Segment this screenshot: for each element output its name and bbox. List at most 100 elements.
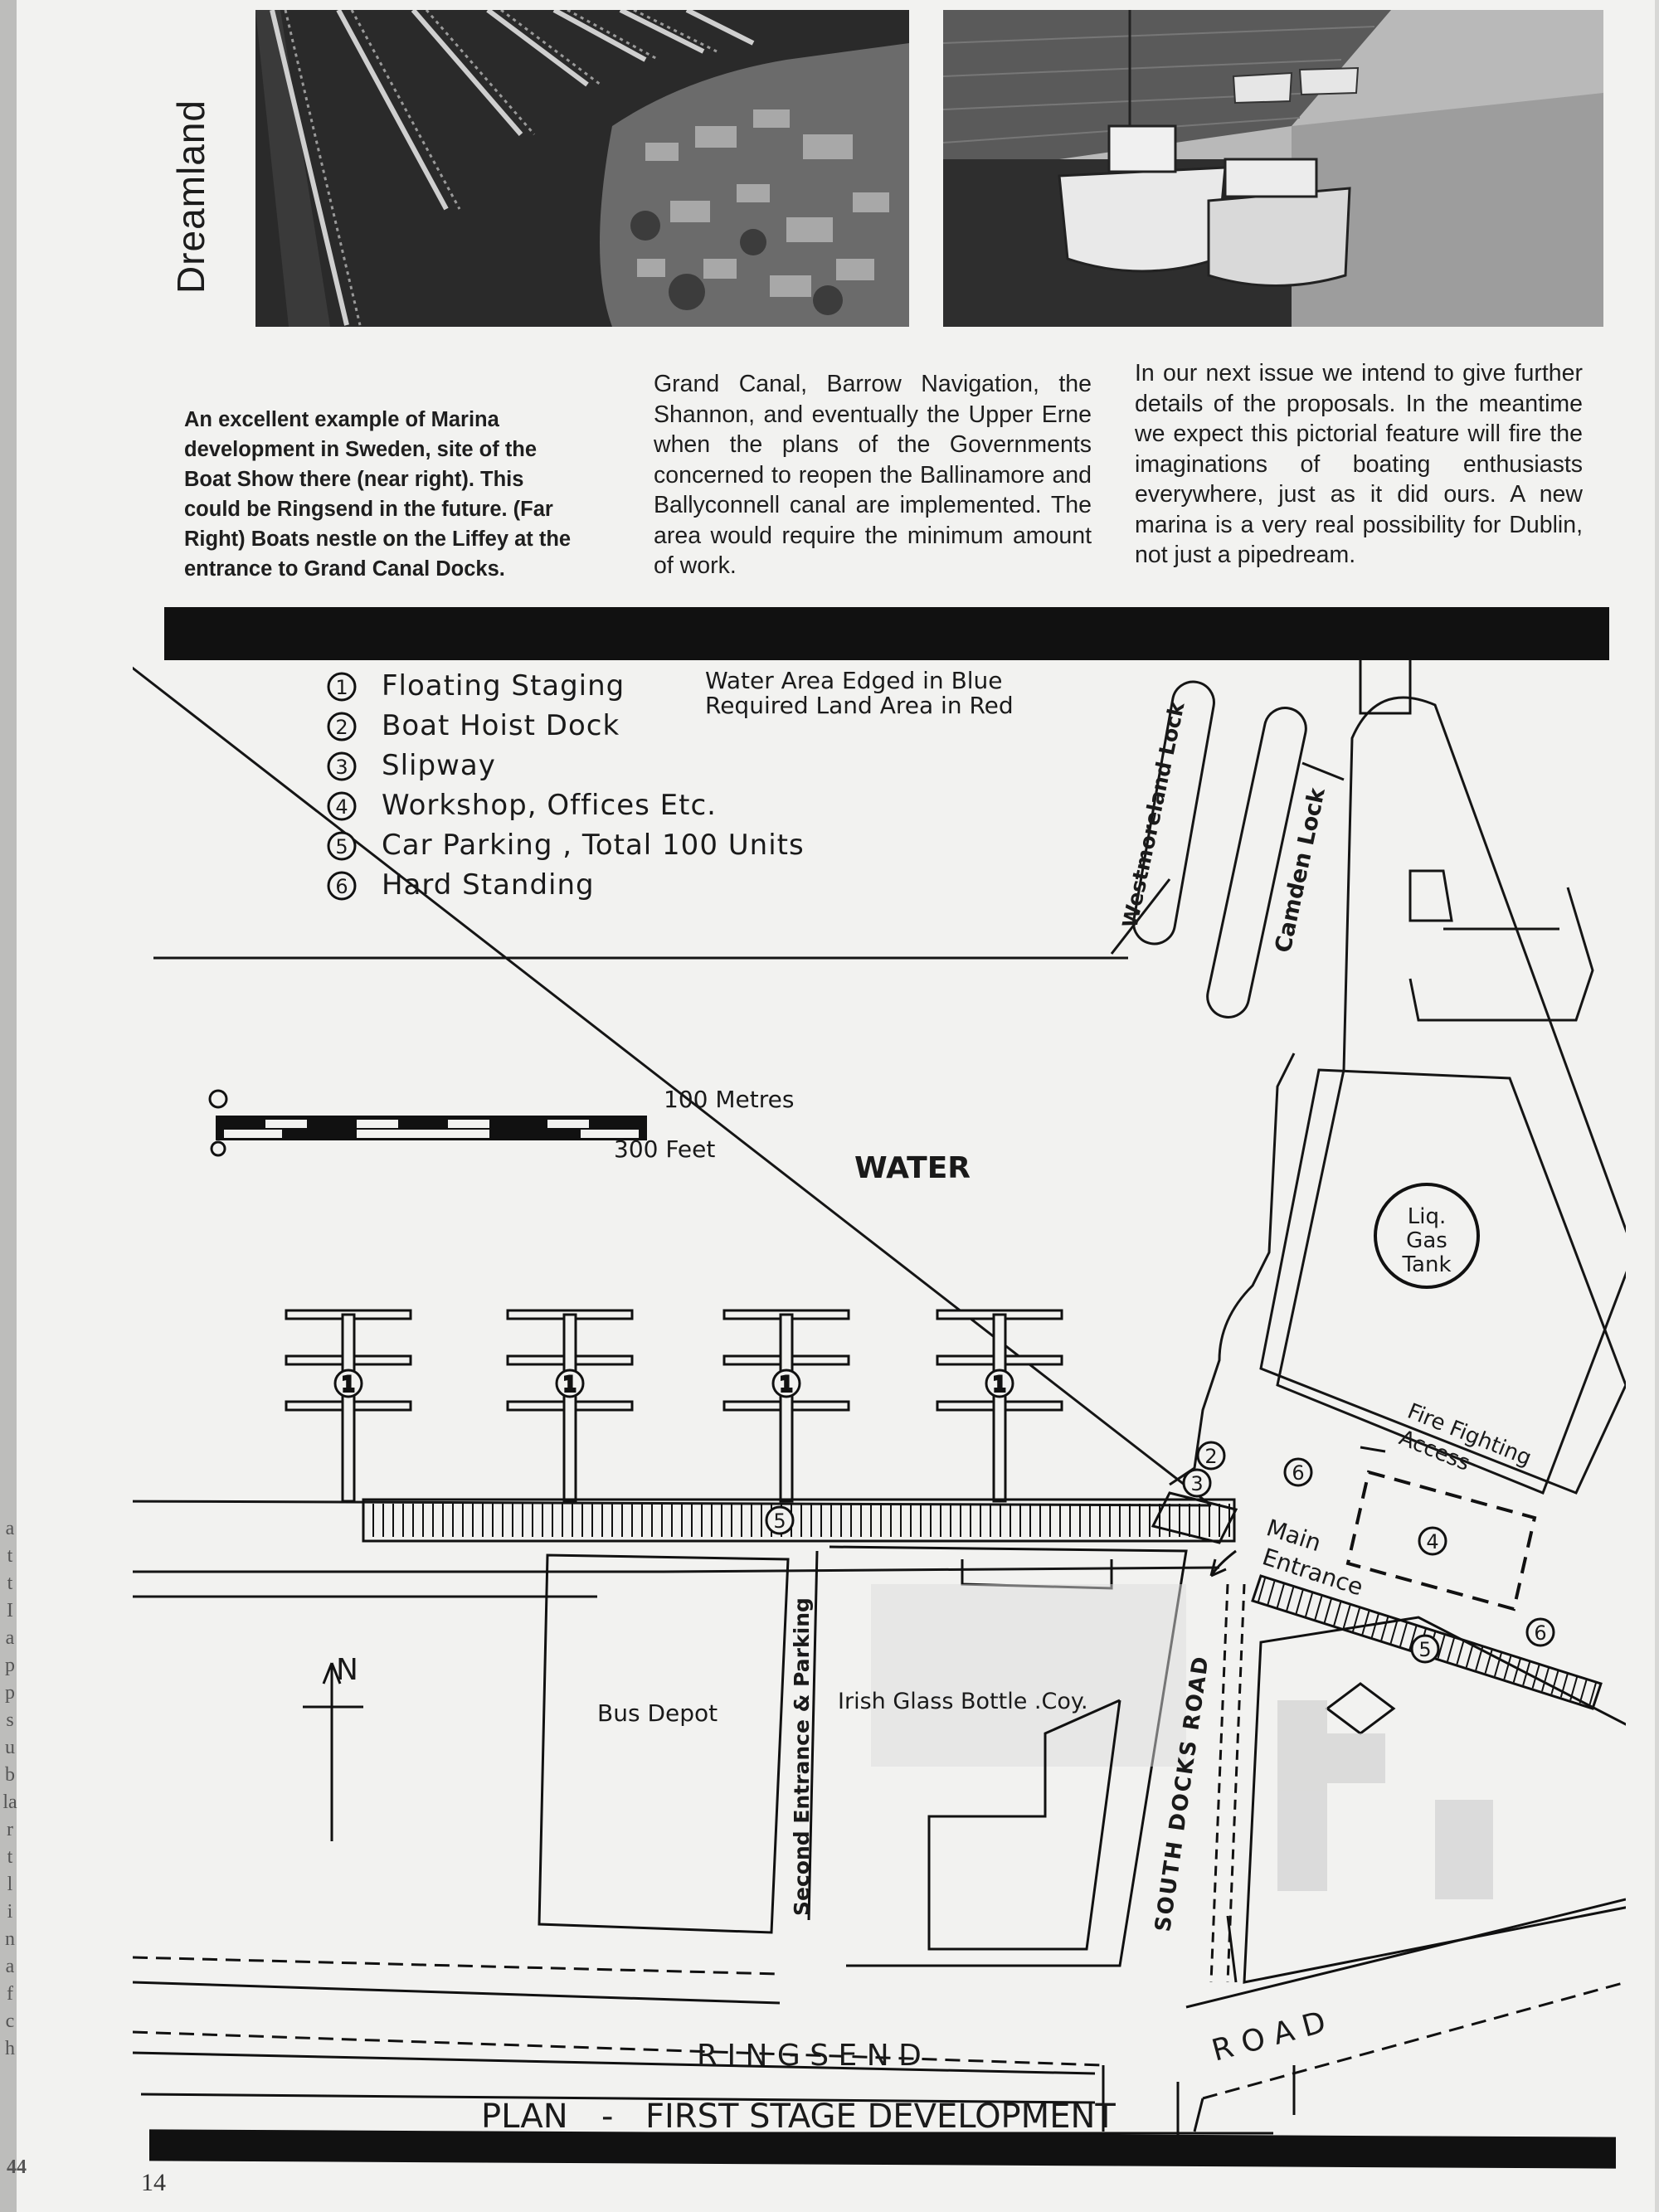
previous-page-letter: I [7, 1600, 13, 1621]
floating-staging-3: 1 [722, 1309, 850, 1503]
scale-metres-label: 100 Metres [664, 1086, 794, 1113]
legend-marker-6: 6 [327, 871, 357, 901]
previous-page-letter: u [5, 1737, 15, 1758]
second-entrance-label: Second Entrance & Parking [790, 1597, 814, 1916]
bus-depot-label: Bus Depot [597, 1699, 718, 1727]
previous-page-letter: h [5, 2038, 15, 2059]
plan-title-dash: - [601, 2098, 613, 2136]
staging-marker-3-number: 1 [780, 1373, 792, 1396]
page-spine [0, 0, 17, 2212]
staging-marker-3: 1 [771, 1369, 801, 1398]
previous-page-letter: b [5, 1764, 15, 1786]
workshop-marker: 4 [1418, 1526, 1447, 1556]
previous-page-letter: a [5, 1627, 15, 1649]
site-plan-drawing: 1 Floating Staging 2 Boat Hoist Dock 3 Slipwa… [133, 655, 1626, 2140]
north-label: N [336, 1653, 358, 1687]
hard-standing-marker-2-number: 6 [1534, 1621, 1546, 1645]
gas-tank-label-3: Tank [1401, 1252, 1451, 1277]
previous-page-letter: r [7, 1819, 13, 1840]
legend-label-1: Floating Staging [382, 669, 625, 702]
legend-marker-3: 3 [327, 751, 357, 781]
parking-marker-entrance-number: 5 [1418, 1638, 1431, 1661]
ringsend-label: R I N G S E N D [697, 2039, 922, 2073]
staging-marker-1: 1 [333, 1369, 363, 1398]
previous-page-letter: a [5, 1518, 15, 1539]
scale-bar: 100 Metres 300 Feet [208, 1086, 794, 1163]
parking-marker-entrance: 5 [1410, 1634, 1440, 1664]
legend-marker-5: 5 [327, 831, 357, 861]
scale-feet-label: 300 Feet [614, 1135, 715, 1163]
floating-staging-1: 1 [285, 1309, 412, 1503]
article-column-middle: Grand Canal, Barrow Navigation, the Shan… [654, 371, 1092, 579]
north-arrow [303, 1662, 363, 1841]
boat-hoist-marker-number: 2 [1204, 1445, 1217, 1468]
staging-marker-2: 1 [555, 1369, 585, 1398]
legend-marker-4-number: 4 [335, 795, 348, 819]
legend-label-3: Slipway [382, 749, 496, 782]
staging-marker-4-number: 1 [993, 1373, 1005, 1396]
westmoreland-lock-label: Westmoreland Lock [1118, 699, 1190, 931]
marina-aerial-photo [255, 10, 909, 327]
camden-lock-label: Camden Lock [1271, 785, 1331, 955]
slipway-marker: 3 [1182, 1468, 1212, 1498]
previous-page-letter: n [5, 1928, 15, 1950]
previous-page-letter: t [7, 1545, 13, 1567]
legend-marker-2: 2 [327, 712, 357, 741]
legend-marker-3-number: 3 [335, 756, 348, 779]
legend-marker-4: 4 [327, 791, 357, 821]
legend-label-6: Hard Standing [382, 868, 595, 902]
legend-marker-1: 1 [327, 672, 357, 702]
previous-page-letter: t [7, 1573, 13, 1594]
photo-caption: An excellent example of Marina developme… [184, 408, 572, 581]
boat-hoist-marker: 2 [1196, 1441, 1226, 1471]
magazine-page [17, 0, 1655, 2212]
note-land-area: Required Land Area in Red [705, 692, 1014, 719]
entrance-parking-strip [1251, 1574, 1603, 1710]
hard-standing-marker-1: 6 [1283, 1457, 1313, 1487]
previous-page-letter: c [5, 2010, 15, 2032]
hard-standing-marker-1-number: 6 [1292, 1461, 1304, 1485]
water-label: WATER [854, 1151, 971, 1185]
legend-label-2: Boat Hoist Dock [382, 709, 620, 742]
liffey-boats-photo [943, 10, 1603, 327]
slipway-marker-number: 3 [1190, 1472, 1203, 1495]
gas-tank-label-1: Liq. [1408, 1204, 1446, 1229]
note-water-area: Water Area Edged in Blue [705, 667, 1003, 694]
page-number: 14 [141, 2169, 166, 2196]
legend-label-5: Car Parking , Total 100 Units [382, 829, 805, 862]
plan-title: PLAN - FIRST STAGE DEVELOPMENT [481, 2098, 1273, 2136]
floating-staging-4: 1 [936, 1309, 1063, 1503]
car-parking-strip [362, 1498, 1236, 1543]
previous-page-letter: s [6, 1709, 14, 1731]
road-label: R O A D [1209, 2005, 1330, 2069]
previous-page-letter: p [5, 1655, 15, 1676]
plan-title-b: FIRST STAGE DEVELOPMENT [645, 2098, 1116, 2136]
gas-tank-label-2: Gas [1406, 1228, 1447, 1253]
staging-marker-1-number: 1 [342, 1373, 354, 1396]
article-column-right: In our next issue we intend to give furt… [1135, 360, 1583, 568]
plan-title-a: PLAN [481, 2098, 568, 2136]
parking-marker-quay: 5 [765, 1505, 795, 1535]
staging-marker-4: 1 [985, 1369, 1014, 1398]
legend-marker-1-number: 1 [335, 676, 348, 699]
legend-marker-2-number: 2 [335, 716, 348, 739]
legend-label-4: Workshop, Offices Etc. [382, 789, 717, 822]
previous-page-letter: i [7, 1901, 13, 1923]
legend-marker-6-number: 6 [335, 875, 348, 898]
parking-marker-quay-number: 5 [773, 1510, 786, 1533]
workshop-marker-number: 4 [1426, 1530, 1438, 1553]
section-label: Dreamland [169, 100, 212, 294]
previous-page-letter: a [5, 1956, 15, 1977]
previous-page-letter: l [7, 1874, 13, 1895]
floating-staging-2: 1 [506, 1309, 634, 1503]
glass-bottle-label: Irish Glass Bottle .Coy. [838, 1689, 1088, 1714]
previous-page-letter: la [2, 1791, 17, 1813]
staging-marker-2-number: 1 [563, 1373, 576, 1396]
hard-standing-marker-2: 6 [1525, 1617, 1555, 1647]
section-label-vertical: Dreamland [166, 66, 216, 332]
previous-page-letter: f [7, 1983, 13, 2005]
previous-page-letter: p [5, 1682, 15, 1704]
previous-page-letter: t [7, 1846, 13, 1868]
previous-page-number: 44 [7, 2156, 27, 2178]
legend-marker-5-number: 5 [335, 835, 348, 858]
